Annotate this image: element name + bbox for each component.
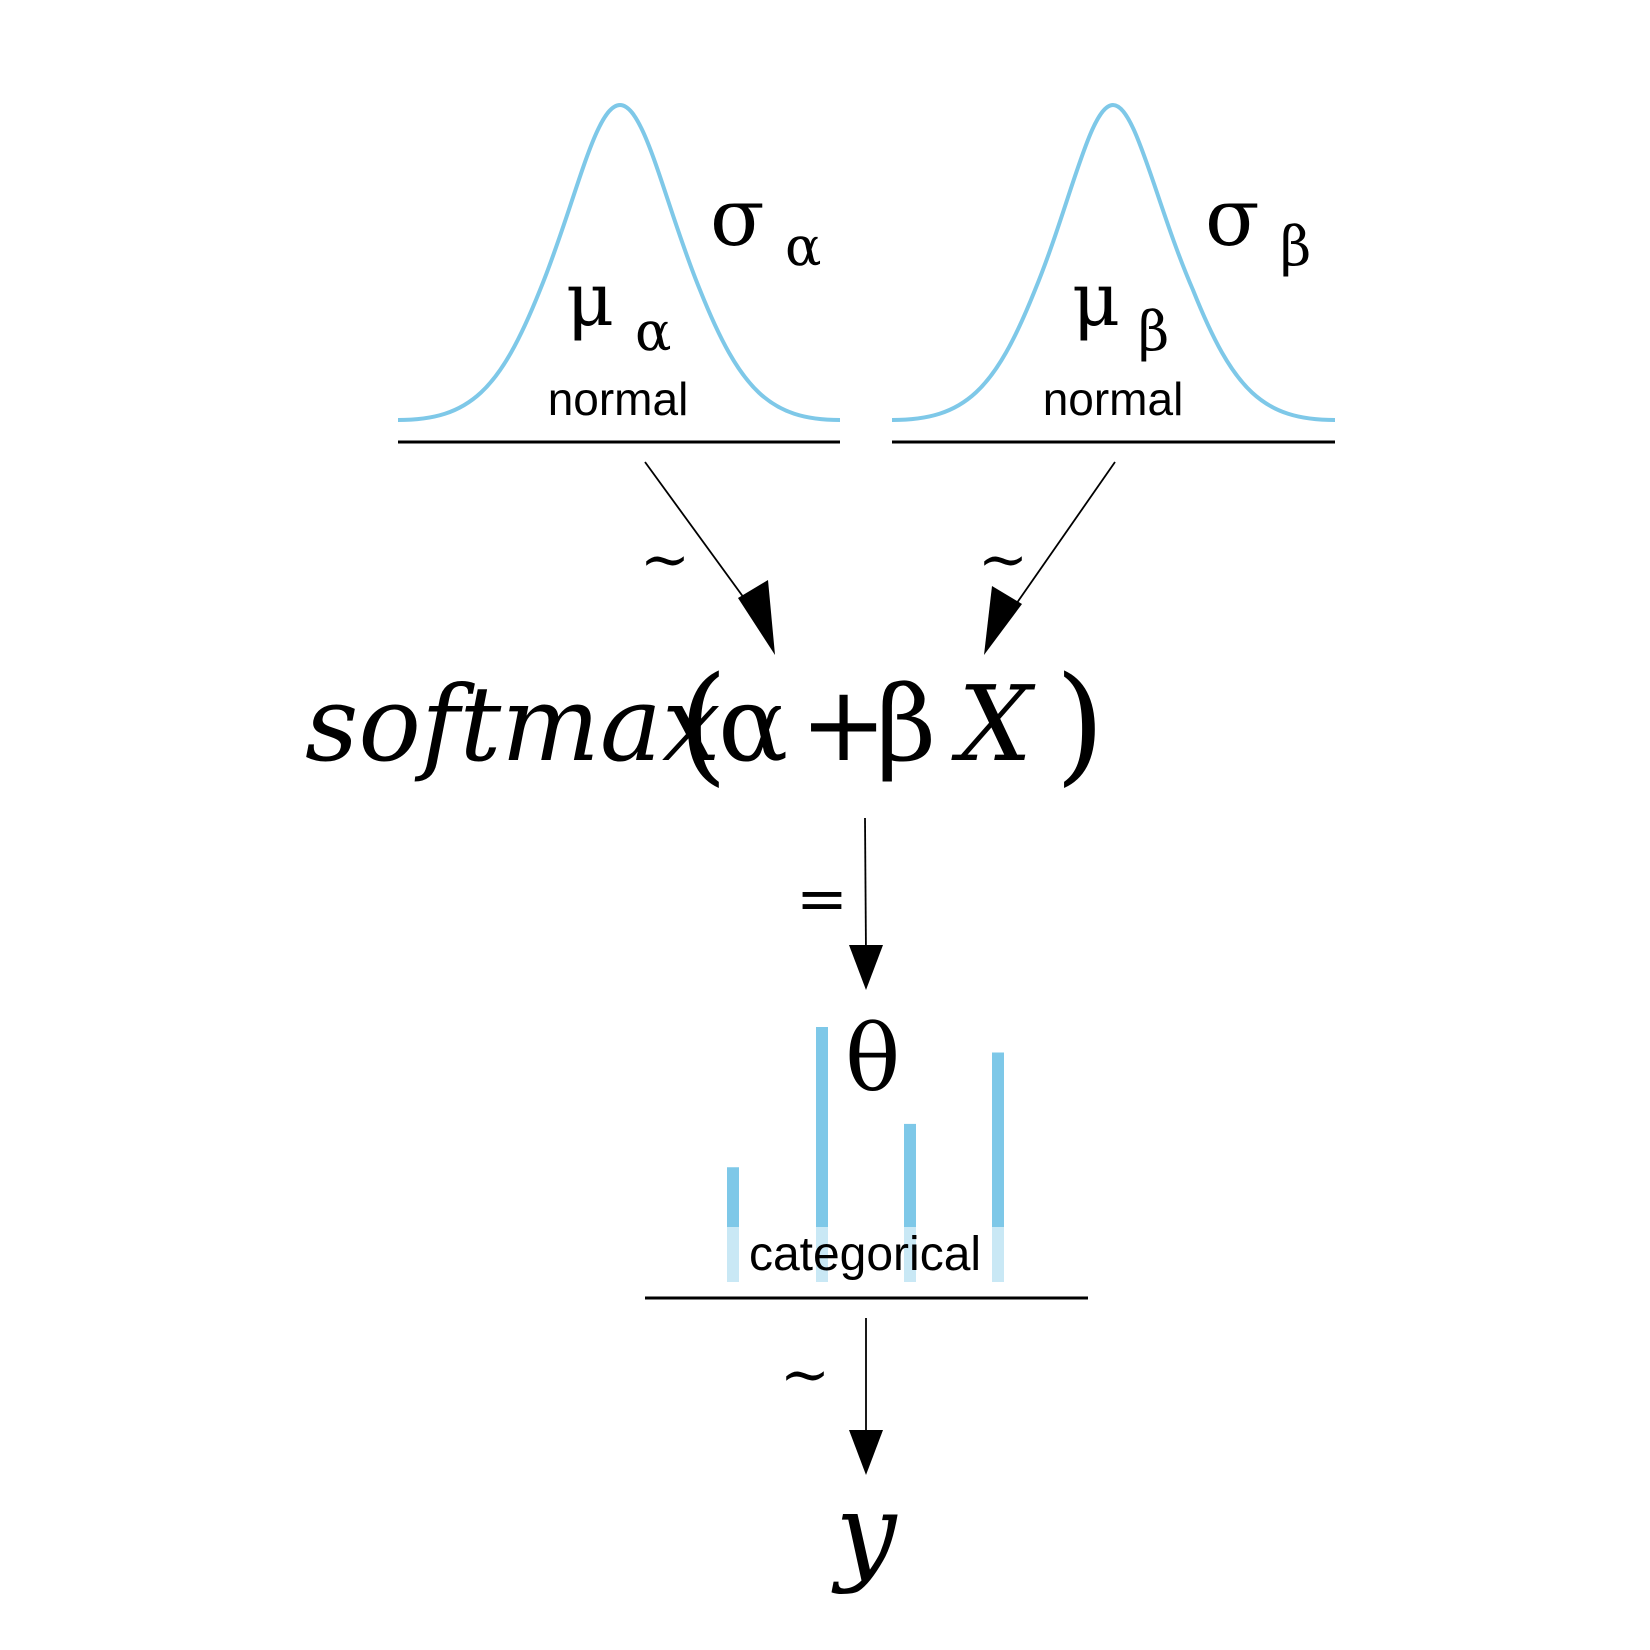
categorical-bar-4 <box>992 1052 1004 1227</box>
edge-alpha-line <box>644 461 761 621</box>
categorical-bar-base-1 <box>727 1227 739 1282</box>
categorical-bar-base-4 <box>992 1227 1004 1282</box>
arrowhead-y-icon <box>849 1430 883 1475</box>
categorical-bar-base-3 <box>904 1227 916 1282</box>
edge-alpha-to-predictor: ~ <box>640 461 775 655</box>
open-paren: ( <box>678 650 728 799</box>
x-term: X <box>951 663 1036 785</box>
normal-curve-beta <box>891 102 1336 422</box>
edge-equals-symbol: = <box>796 862 848 935</box>
categorical-bar-1 <box>727 1167 739 1227</box>
sigma-alpha-symbol: σ <box>710 171 765 264</box>
arrowhead-beta-icon <box>984 586 1022 655</box>
softmax-label: softmax <box>305 663 721 785</box>
sigma-beta-subscript: β <box>1280 215 1311 278</box>
edge-predictor-to-theta: = <box>796 817 883 990</box>
observed-y: y <box>830 1471 898 1596</box>
alpha-term: α <box>718 663 788 785</box>
mu-beta-subscript: β <box>1138 300 1169 363</box>
normal-curve-alpha <box>397 102 841 422</box>
mu-beta-symbol: μ <box>1072 257 1120 343</box>
sigma-alpha-subscript: α <box>785 215 821 278</box>
plus-sign: + <box>800 663 887 785</box>
prior-alpha: normal μ α σ α <box>397 102 841 444</box>
mu-alpha-subscript: α <box>635 300 671 363</box>
categorical-likelihood: θ categorical <box>645 1005 1088 1300</box>
theta-symbol: θ <box>845 1005 900 1112</box>
categorical-bar-base-2 <box>816 1227 828 1282</box>
mu-alpha-symbol: μ <box>566 257 614 343</box>
edge-alpha-tilde: ~ <box>640 525 690 595</box>
edge-y-tilde: ~ <box>780 1340 830 1410</box>
categorical-bars <box>727 1027 1004 1282</box>
close-paren: ) <box>1055 650 1105 799</box>
edge-likelihood-to-y: ~ <box>780 1318 883 1475</box>
edge-beta-to-predictor: ~ <box>978 461 1116 655</box>
edge-theta-line <box>864 817 867 956</box>
categorical-label: categorical <box>749 1228 981 1281</box>
edge-beta-line <box>1004 461 1116 621</box>
edge-beta-tilde: ~ <box>978 525 1028 595</box>
arrowhead-theta-icon <box>849 945 883 990</box>
linear-predictor: softmax ( α + β X ) <box>305 650 1105 799</box>
prior-beta-distribution: normal <box>1043 373 1184 425</box>
prior-beta: normal μ β σ β <box>891 102 1336 444</box>
categorical-bar-3 <box>904 1123 916 1227</box>
prior-alpha-distribution: normal <box>548 373 689 425</box>
categorical-bar-2 <box>816 1027 828 1227</box>
beta-term: β <box>876 663 936 785</box>
sigma-beta-symbol: σ <box>1205 171 1260 264</box>
arrowhead-alpha-icon <box>738 580 775 655</box>
